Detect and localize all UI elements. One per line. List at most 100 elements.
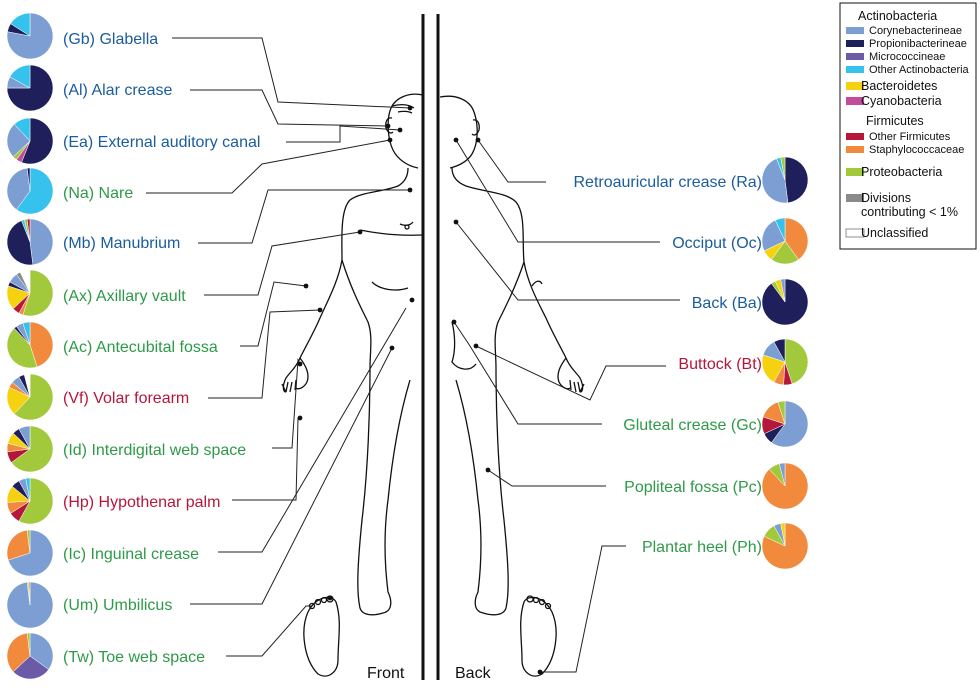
pie-slice-propionibacterineae bbox=[21, 117, 54, 165]
pie-slice-corynebacterineae bbox=[7, 529, 54, 577]
marker-na-nare bbox=[387, 137, 393, 143]
pie-slice-propionibacterineae bbox=[6, 220, 34, 266]
legend-divisions: Divisions bbox=[861, 191, 911, 205]
marker-buttock-bt bbox=[473, 343, 479, 349]
marker-ac-antecubital-fossa bbox=[303, 283, 309, 289]
label-tw-toe-web-space: (Tw) Toe web space bbox=[63, 649, 205, 666]
pie-slice-proteobacteria bbox=[26, 632, 31, 657]
pie-ax-axillary-vault bbox=[6, 269, 54, 317]
pie-slice-micrococcineae bbox=[12, 655, 49, 680]
pie-back-ba bbox=[761, 278, 809, 326]
pie-tw-toe-web-space bbox=[6, 632, 54, 680]
pie-slice-corynebacterineae bbox=[29, 218, 54, 266]
pie-hp-hypothenar-palm bbox=[6, 477, 54, 525]
label-buttock-bt: Buttock (Bt) bbox=[678, 356, 762, 373]
pie-slice-proteobacteria bbox=[11, 425, 54, 473]
label-gluteal-crease-gc: Gluteal crease (Gc) bbox=[623, 417, 762, 434]
leader-na-nare bbox=[146, 139, 391, 194]
leader-ax-axillary-vault bbox=[204, 231, 361, 296]
pie-slice-propionibacterineae bbox=[784, 156, 809, 204]
pie-occiput-oc bbox=[761, 217, 809, 265]
leader-lines bbox=[146, 37, 680, 673]
pie-slice-staphylococcaceae bbox=[6, 632, 31, 673]
leader-vf-volar-forearm bbox=[208, 309, 321, 399]
legend-propionibacterineae: Propionibacterineae bbox=[869, 38, 967, 50]
pie-slice-other-actinobacteria bbox=[25, 477, 31, 502]
leader-retroauricular-crease-ra bbox=[477, 139, 546, 183]
pie-al-alar-crease bbox=[6, 64, 54, 112]
marker-retroauricular-crease-ra bbox=[475, 137, 481, 143]
legend-firmicutes: Firmicutes bbox=[866, 114, 924, 128]
marker-ic-inguinal-crease bbox=[409, 297, 415, 303]
leader-plantar-heel-ph bbox=[540, 545, 626, 673]
label-retroauricular-crease-ra: Retroauricular crease (Ra) bbox=[573, 174, 762, 191]
marker-occiput-oc bbox=[453, 137, 459, 143]
label-gb-glabella: (Gb) Glabella bbox=[63, 31, 158, 48]
label-hp-hypothenar-palm: (Hp) Hypothenar palm bbox=[63, 494, 220, 511]
legend-actinobacteria: Actinobacteria bbox=[858, 9, 937, 23]
pie-slice-unclassified bbox=[19, 269, 31, 294]
back-foot bbox=[520, 595, 557, 677]
marker-back-ba bbox=[453, 219, 459, 225]
pie-slice-staphylococcaceae bbox=[6, 529, 31, 561]
marker-plantar-heel-ph bbox=[537, 669, 543, 675]
marker-al-alar-crease bbox=[385, 123, 391, 129]
pie-buttock-bt bbox=[761, 338, 809, 386]
back-body-outline bbox=[439, 95, 585, 616]
legend: Actinobacteria Corynebacterineae Propion… bbox=[839, 2, 977, 250]
label-plantar-heel-ph: Plantar heel (Ph) bbox=[642, 539, 762, 556]
legend-proteobacteria: Proteobacteria bbox=[861, 165, 942, 179]
pie-id-interdigital-web-space bbox=[6, 425, 54, 473]
pie-popliteal-fossa-pc bbox=[761, 462, 809, 510]
pie-slice-corynebacterineae bbox=[29, 632, 54, 670]
pie-slice-unclassified bbox=[23, 373, 31, 398]
leader-ac-antecubital-fossa bbox=[240, 281, 307, 347]
pie-retroauricular-crease-ra bbox=[761, 156, 809, 204]
pie-plantar-heel-ph bbox=[761, 522, 809, 570]
legend-bacteroidetes: Bacteroidetes bbox=[861, 79, 937, 93]
legend-micrococcineae: Micrococcineae bbox=[869, 51, 945, 63]
pie-slice-proteobacteria bbox=[777, 400, 786, 425]
label-ic-inguinal-crease: (Ic) Inguinal crease bbox=[63, 546, 199, 563]
legend-corynebacterineae: Corynebacterineae bbox=[869, 25, 962, 37]
pie-slice-other-actinobacteria bbox=[13, 117, 31, 142]
marker-mb-manubrium bbox=[407, 187, 413, 193]
label-mb-manubrium: (Mb) Manubrium bbox=[63, 235, 180, 252]
label-ax-axillary-vault: (Ax) Axillary vault bbox=[63, 288, 186, 305]
pie-slice-proteobacteria bbox=[6, 327, 38, 369]
pie-vf-volar-forearm bbox=[6, 373, 54, 421]
label-al-alar-crease: (Al) Alar crease bbox=[63, 82, 172, 99]
pie-ea-external-auditory-canal bbox=[6, 117, 54, 165]
leader-back-ba bbox=[455, 221, 680, 301]
pie-slice-corynebacterineae bbox=[778, 462, 786, 487]
front-back-divider bbox=[421, 14, 440, 680]
pie-slice-other-actinobacteria bbox=[16, 167, 54, 215]
leader-id-interdigital-web-space bbox=[272, 358, 301, 449]
pie-slice-staphylococcaceae bbox=[28, 581, 31, 606]
pie-slice-proteobacteria bbox=[780, 156, 786, 181]
legend-staphylococcaceae: Staphylococcaceae bbox=[869, 144, 964, 156]
legend-other-actinobacteria: Other Actinobacteria bbox=[869, 64, 970, 76]
label-id-interdigital-web-space: (Id) Interdigital web space bbox=[63, 442, 246, 459]
pie-slice-other-actinobacteria bbox=[774, 217, 786, 242]
pie-slice-corynebacterineae bbox=[771, 400, 809, 448]
marker-tw-toe-web-space bbox=[327, 595, 333, 601]
pie-gb-glabella bbox=[6, 12, 54, 60]
pie-slice-other-actinobacteria bbox=[22, 321, 31, 346]
marker-popliteal-fossa-pc bbox=[485, 467, 491, 473]
pie-slice-staphylococcaceae bbox=[29, 321, 54, 368]
front-body-outline bbox=[281, 93, 424, 616]
pie-ic-inguinal-crease bbox=[6, 529, 54, 577]
marker-gb-glabella bbox=[407, 105, 413, 111]
label-na-nare: (Na) Nare bbox=[63, 185, 133, 202]
pie-slice-proteobacteria bbox=[26, 529, 31, 554]
pie-slice-corynebacterineae bbox=[761, 158, 789, 204]
leader-gb-glabella bbox=[172, 37, 411, 109]
pie-slice-corynebacterineae bbox=[6, 12, 54, 60]
site-labels: (Gb) Glabella(Al) Alar crease(Ea) Extern… bbox=[63, 31, 762, 666]
pie-gluteal-crease-gc bbox=[761, 400, 809, 448]
leader-um-umbilicus bbox=[190, 347, 393, 605]
marker-ax-axillary-vault bbox=[357, 229, 363, 235]
leader-occiput-oc bbox=[455, 139, 660, 243]
marker-gluteal-crease-gc bbox=[451, 319, 457, 325]
